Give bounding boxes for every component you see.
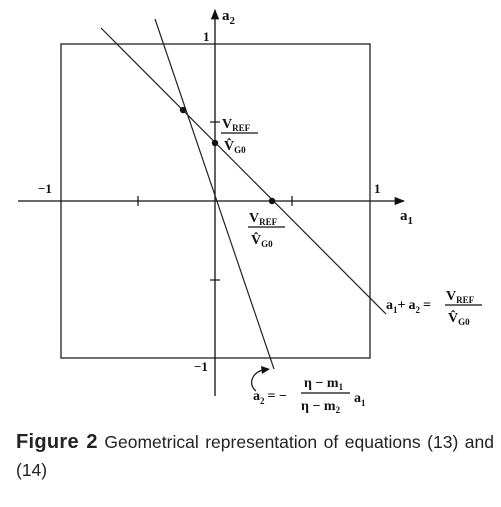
tick-label-x-pos-one: 1 xyxy=(374,181,381,196)
equation-14-label: a2= − η − m1 η − m2 a1 xyxy=(253,376,366,415)
svg-text:V̂G0: V̂G0 xyxy=(448,309,470,327)
y-intercept-point xyxy=(211,139,219,147)
svg-text:V̂G0: V̂G0 xyxy=(251,231,273,249)
svg-text:a1: a1 xyxy=(354,391,366,408)
svg-text:η − m1: η − m1 xyxy=(304,376,344,392)
x-axis-label: a1 xyxy=(400,208,413,227)
x-intercept-label: VREF V̂G0 xyxy=(248,211,285,249)
svg-text:V̂G0: V̂G0 xyxy=(224,137,246,155)
equation-14-pointer-head xyxy=(261,366,270,374)
tick-label-y-neg-one: −1 xyxy=(194,359,208,374)
figure-caption: Figure 2 Geometrical representation of e… xyxy=(16,428,494,484)
caption-text: Geometrical representation of equations … xyxy=(16,432,494,480)
equation-13-label: a1+a2= VREF V̂G0 xyxy=(386,289,482,327)
intersection-point xyxy=(179,106,187,114)
figure-number: Figure 2 xyxy=(16,431,98,453)
y-intercept-label: VREF V̂G0 xyxy=(221,117,258,155)
line-equation-14 xyxy=(154,18,275,370)
tick-label-y-pos-one: 1 xyxy=(203,29,210,44)
svg-text:a2= −: a2= − xyxy=(253,389,287,406)
x-intercept-point xyxy=(268,197,276,205)
geometric-figure: a2 a1 −1 1 1 −1 VREF V̂G0 VREF V̂G0 a1+a… xyxy=(18,8,482,415)
svg-text:a1+a2=: a1+a2= xyxy=(386,298,431,315)
svg-text:η − m2: η − m2 xyxy=(301,399,341,415)
y-axis-label: a2 xyxy=(222,8,236,27)
equation-14-pointer xyxy=(251,369,265,392)
svg-text:VREF: VREF xyxy=(446,289,475,305)
svg-text:VREF: VREF xyxy=(249,211,278,227)
svg-text:VREF: VREF xyxy=(222,117,251,133)
line-equation-13 xyxy=(100,27,387,315)
tick-label-x-neg-one: −1 xyxy=(38,181,52,196)
